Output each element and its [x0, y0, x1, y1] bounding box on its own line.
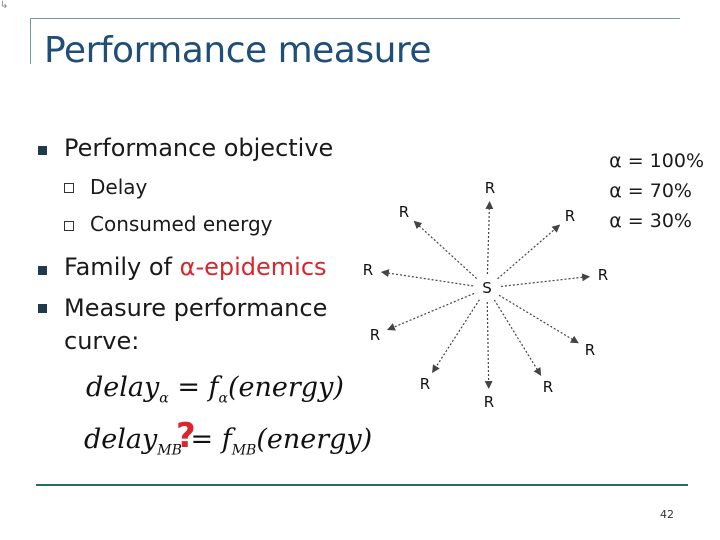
bullet-line-1: Measure performance — [64, 294, 328, 322]
dissemination-arrow — [484, 301, 493, 390]
alpha-100-label: α = 100% — [609, 150, 704, 172]
alpha-70-label: α = 70% — [609, 180, 692, 202]
formula-fn-sub: α — [218, 390, 228, 407]
sub-bullet-consumed-energy: Consumed energy — [90, 212, 273, 236]
dissemination-arrow — [432, 299, 480, 374]
alpha-30-label: α = 30% — [609, 210, 692, 232]
formula-lhs-sub: MB — [157, 442, 182, 459]
formula-arg: (energy) — [228, 372, 344, 403]
dissemination-arrow — [493, 299, 542, 376]
dissemination-arrow — [380, 269, 474, 287]
formula-equals: = — [177, 372, 200, 403]
title-rule-left — [30, 18, 31, 64]
relay-node-label: R — [399, 203, 409, 221]
formula-lhs-sub: α — [159, 390, 169, 407]
formula-equals: = — [190, 424, 214, 455]
sub-bullet-marker — [64, 221, 74, 231]
formula-fn: f — [208, 372, 219, 403]
diagram-edges — [380, 200, 591, 390]
relay-node-label: R — [565, 207, 575, 225]
source-node-label: S — [482, 279, 492, 297]
relay-node-label: R — [585, 341, 595, 359]
relay-node-label: R — [484, 393, 494, 411]
dissemination-arrow — [500, 273, 591, 288]
page-number: 42 — [660, 508, 674, 521]
bullet-measure-performance: Measure performance curve: — [64, 292, 327, 358]
relay-node-label: R — [363, 261, 373, 279]
diagram-nodes: R R R R R R R R R R S — [363, 179, 608, 411]
dissemination-arrow — [413, 220, 478, 279]
bullet-text: Family of — [64, 253, 180, 281]
corner-mark: ↳ — [0, 0, 9, 11]
dissemination-arrow — [498, 294, 579, 344]
bullet-performance-objective: Performance objective — [64, 134, 334, 162]
relay-node-label: R — [420, 375, 430, 393]
bullet-marker — [38, 266, 47, 275]
title-rule-top — [30, 18, 680, 19]
relay-node-label: R — [598, 266, 608, 284]
formula-fn: f — [221, 424, 232, 455]
formula-lhs: delay — [84, 424, 158, 455]
bullet-marker — [38, 146, 47, 155]
relay-node-label: R — [370, 326, 380, 344]
formula-fn-sub: MB — [231, 442, 257, 459]
relay-node-label: R — [485, 179, 495, 197]
question-mark: ? — [176, 416, 196, 456]
bullet-family-of-epidemics: Family of α-epidemics — [64, 253, 327, 281]
alpha-epidemics-highlight: α-epidemics — [179, 253, 327, 281]
formula-arg: (energy) — [256, 424, 373, 455]
bullet-marker — [38, 304, 47, 313]
relay-node-label: R — [543, 378, 553, 396]
footer-rule — [36, 484, 688, 486]
formula-lhs: delay — [86, 372, 160, 403]
sub-bullet-delay: Delay — [90, 175, 148, 199]
formula-delay-mb: delayMB = fMB(energy) — [84, 424, 372, 458]
dissemination-arrow — [386, 292, 475, 331]
bullet-line-2: curve: — [64, 327, 140, 355]
sub-bullet-marker — [64, 183, 74, 193]
formula-delay-alpha: delayα = fα(energy) — [86, 372, 344, 406]
slide-title: Performance measure — [44, 30, 432, 71]
dissemination-arrow — [497, 224, 561, 280]
dissemination-arrow — [485, 200, 494, 275]
